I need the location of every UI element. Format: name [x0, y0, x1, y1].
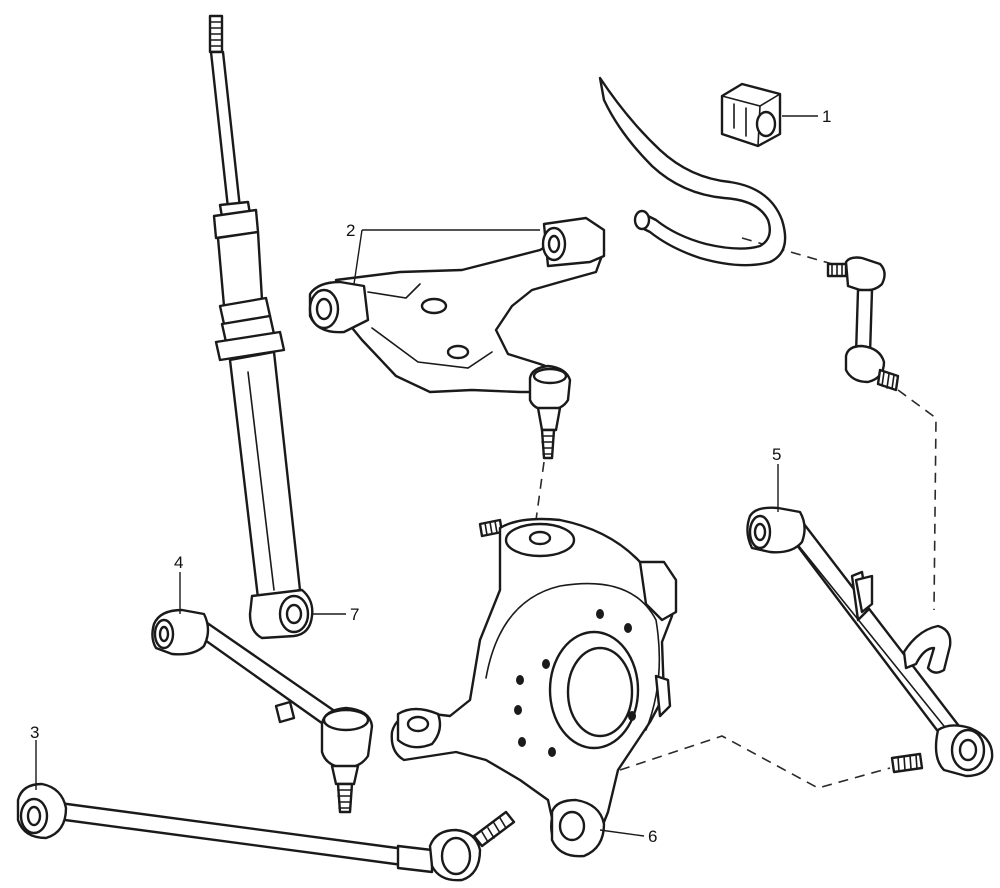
callout-4: 4 — [174, 553, 183, 572]
upper-control-arm — [308, 216, 606, 460]
callout-3: 3 — [30, 723, 39, 742]
stabilizer-link — [826, 256, 900, 392]
stabilizer-bushing — [720, 82, 782, 148]
stabilizer-bar — [598, 76, 787, 267]
callout-5: 5 — [772, 445, 781, 464]
steering-knuckle — [390, 517, 678, 858]
lateral-arm-right — [746, 506, 994, 778]
callout-7: 7 — [350, 605, 359, 624]
callout-6: 6 — [648, 827, 657, 846]
callout-leaders — [35, 115, 818, 837]
callout-1: 1 — [822, 107, 831, 126]
tie-rod — [16, 782, 516, 882]
callout-2: 2 — [346, 221, 355, 240]
shock-absorber — [208, 14, 314, 640]
lower-link-with-ball-joint — [151, 608, 374, 814]
